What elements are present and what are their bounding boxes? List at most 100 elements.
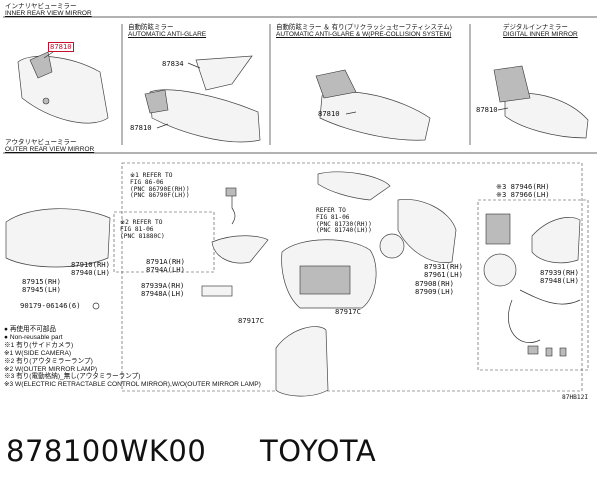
- refer-line: (PNC 81880C): [120, 232, 165, 240]
- screw-drawing: [545, 347, 553, 357]
- screw-drawing: [559, 347, 567, 357]
- column-header-jp: 自動防眩ミラー ＆ 有り(プリクラッシュセーフティシステム): [276, 24, 452, 31]
- outer-assembly-box: [121, 162, 583, 392]
- refer-line: (PNC 81740(LH)): [316, 227, 372, 235]
- part-label[interactable]: 87810: [130, 123, 152, 132]
- refer-line[interactable]: FIG 86-06: [130, 178, 164, 186]
- refer-line: ※2 REFER TO: [120, 219, 163, 226]
- inner-section-header: インナリヤビューミラー INNER REAR VIEW MIRROR: [5, 3, 92, 17]
- refer-line: REFER TO: [316, 207, 346, 214]
- mirror-glass-drawing: [5, 208, 111, 268]
- outer-mirror-glass-drawing: [397, 198, 457, 263]
- column-header-jp: デジタルインナミラー: [503, 24, 568, 31]
- part-label-group: ※3 87946(RH) ※3 87966(LH): [496, 183, 550, 198]
- retract-base-drawing: [483, 253, 517, 287]
- part-label[interactable]: 87908(RH): [415, 279, 454, 288]
- part-label-group: 87931(RH) 87961(LH): [424, 263, 463, 278]
- note-line: ● Non-reusable part: [4, 333, 63, 341]
- actuator-drawing: [299, 265, 351, 295]
- refer-line: (PNC 81730(RH)): [316, 220, 372, 228]
- part-label[interactable]: 87948A(LH): [141, 288, 185, 298]
- part-label[interactable]: 87910(RH): [71, 260, 110, 269]
- outer-header-jp: アウタリヤビューミラー: [5, 139, 77, 146]
- column-header-en: AUTOMATIC ANTI-GLARE & W(PRE-COLLISION S…: [276, 31, 452, 38]
- connector-drawing: [527, 345, 539, 355]
- refer-line[interactable]: FIG 81-06: [316, 213, 350, 221]
- part-label[interactable]: 87834: [162, 59, 184, 68]
- refer-line[interactable]: FIG 81-06: [120, 225, 154, 233]
- part-label-group: 87939(RH) 87948(LH): [540, 269, 579, 284]
- mirror-motor-drawing: [379, 233, 405, 259]
- brand-name: TOYOTA: [260, 434, 377, 468]
- part-label-group: 87939A(RH) 87948A(LH): [141, 282, 184, 297]
- turn-signal-drawing: [317, 171, 391, 201]
- column-header-en: AUTOMATIC ANTI-GLARE: [128, 31, 207, 38]
- refer-line: (PNC 86790F(LH)): [130, 192, 190, 200]
- part-label[interactable]: 8794A(LH): [146, 264, 185, 274]
- refer-line: ※1 REFER TO: [130, 172, 173, 179]
- part-label[interactable]: 87917C: [335, 307, 361, 316]
- note-line: ● 再使用不可部品: [4, 326, 56, 333]
- column-header-pre-collision: 自動防眩ミラー ＆ 有り(プリクラッシュセーフティシステム) AUTOMATIC…: [276, 24, 452, 38]
- digital-mirror-drawing: [493, 65, 589, 139]
- retractable-subassembly-box: [477, 199, 589, 371]
- column-header-jp: 自動防眩ミラー: [128, 24, 174, 31]
- mirror-lamp-drawing: [211, 235, 269, 264]
- part-label[interactable]: ※3 87966(LH): [496, 189, 550, 199]
- leader-line: [345, 111, 357, 115]
- note-line: ※3 有り(電動格納)_無し(アウタミラーランプ): [4, 373, 141, 381]
- note-line: ※2 有り(アウタミラーランプ): [4, 357, 93, 365]
- part-label[interactable]: 87948(LH): [540, 275, 579, 285]
- part-label[interactable]: ※3 87946(RH): [496, 182, 550, 191]
- part-label-group: 87910(RH) 87940(LH): [71, 261, 110, 276]
- screw-drawing: [92, 302, 100, 310]
- legend-notes: ● 再使用不可部品 ● Non-reusable part ※1 有り(サイドカ…: [4, 326, 261, 389]
- part-label-group: 8791A(RH) 8794A(LH): [146, 258, 185, 273]
- pre-collision-mirror-drawing: [315, 69, 431, 141]
- leader-line: [156, 123, 169, 129]
- part-label[interactable]: 87931(RH): [424, 262, 463, 271]
- column-header-en: DIGITAL INNER MIRROR: [503, 31, 578, 38]
- part-label[interactable]: 87945(LH): [22, 284, 61, 294]
- mirror-cover-drawing: [275, 326, 329, 397]
- part-label-highlighted[interactable]: 87810: [48, 42, 74, 52]
- note-line: ※3 W(ELECTRIC RETRACTABLE CONTROL MIRROR…: [4, 381, 261, 389]
- anti-glare-mirror-drawing: [144, 55, 261, 143]
- part-label[interactable]: 87917C: [238, 316, 264, 325]
- note-line: ※1 有り(サイドカメラ): [4, 341, 74, 349]
- part-label[interactable]: 87940(LH): [71, 267, 110, 277]
- outer-section-header: アウタリヤビューミラー OUTER REAR VIEW MIRROR: [5, 139, 94, 153]
- part-number: 878100WK00: [6, 434, 207, 468]
- outer-header-en: OUTER REAR VIEW MIRROR: [5, 146, 95, 153]
- figure-code: 87HB12I: [562, 394, 589, 401]
- part-label[interactable]: 87810: [476, 105, 498, 114]
- part-label-group: 87908(RH) 87909(LH): [415, 280, 454, 295]
- note-line: ※2 W(OUTER MIRROR LAMP): [4, 365, 98, 373]
- refer-block-turn-signal: REFER TO FIG 81-06 (PNC 81730(RH)) (PNC …: [316, 207, 372, 235]
- inner-header-en: INNER REAR VIEW MIRROR: [5, 10, 92, 17]
- camera-wire-drawing: [231, 190, 236, 225]
- retract-motor-drawing: [485, 213, 511, 245]
- part-label[interactable]: 90179-06146(6): [20, 301, 81, 310]
- refer-block-mirror-lamp: ※2 REFER TO FIG 81-06 (PNC 81880C): [120, 219, 165, 240]
- camera-connector: [225, 187, 237, 197]
- column-header-digital: デジタルインナミラー DIGITAL INNER MIRROR: [503, 24, 578, 38]
- bracket-drawing: [201, 285, 233, 297]
- part-label[interactable]: 87939(RH): [540, 268, 579, 277]
- part-label[interactable]: 8791A(RH): [146, 257, 185, 266]
- leader-line: [497, 107, 509, 111]
- wire-harness-drawing: [508, 289, 581, 343]
- part-label[interactable]: 87909(LH): [415, 286, 454, 296]
- leader-line: [187, 62, 201, 69]
- part-label[interactable]: 87915(RH): [22, 277, 61, 286]
- note-line: ※1 W(SIDE CAMERA): [4, 349, 72, 357]
- part-label-group: 87915(RH) 87945(LH): [22, 278, 61, 293]
- inner-mirror-drawing: [17, 51, 109, 124]
- refer-block-side-camera: ※1 REFER TO FIG 86-06 (PNC 86790E(RH)) (…: [130, 172, 190, 200]
- column-header-anti-glare: 自動防眩ミラー AUTOMATIC ANTI-GLARE: [128, 24, 206, 38]
- part-label[interactable]: 87961(LH): [424, 269, 463, 279]
- part-label[interactable]: 87939A(RH): [141, 281, 185, 290]
- inner-header-jp: インナリヤビューミラー: [5, 3, 77, 10]
- part-label[interactable]: 87810: [318, 109, 340, 118]
